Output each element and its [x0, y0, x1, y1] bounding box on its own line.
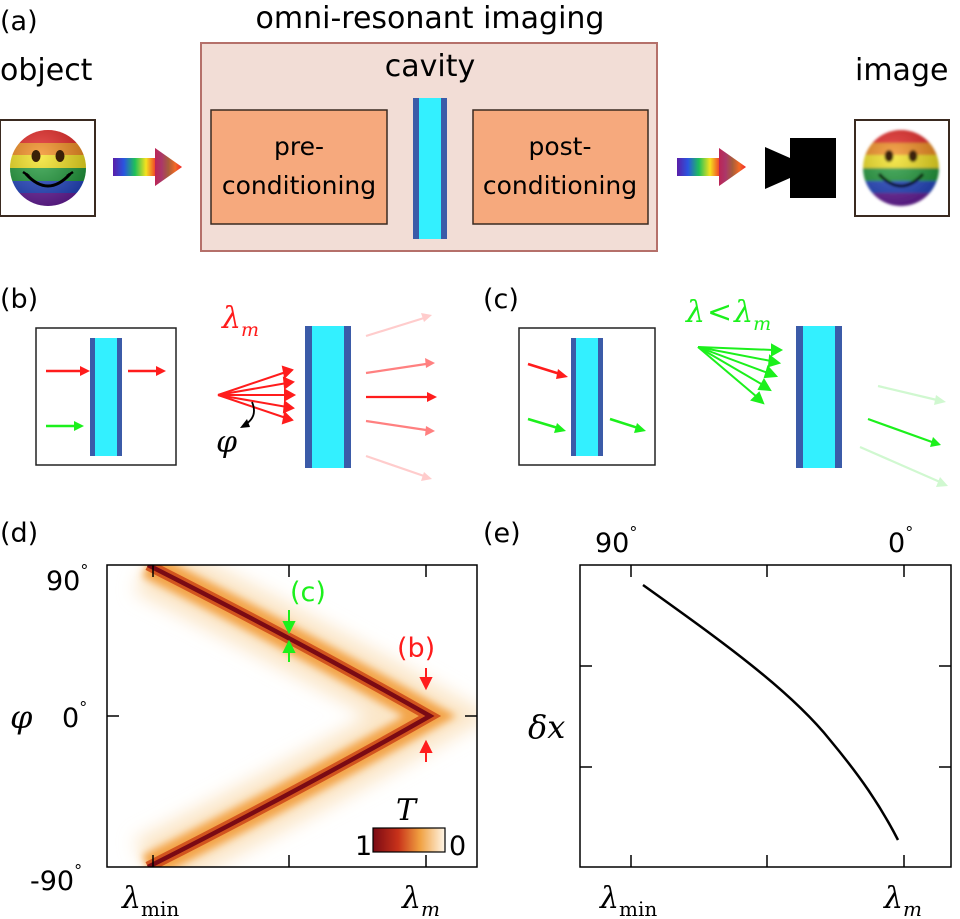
top-tick-0: 0°	[888, 523, 913, 559]
image-smiley	[863, 130, 939, 206]
y-tick-0: 0°	[62, 698, 87, 734]
colorbar-max-label: 1	[355, 831, 372, 862]
preconditioning-label-1: pre-	[274, 132, 324, 161]
heatmap	[107, 565, 477, 867]
cavity-c	[796, 326, 842, 468]
cavity-label: cavity	[385, 49, 475, 84]
camera-icon	[765, 138, 836, 198]
marker-b-label: (b)	[397, 633, 435, 664]
phi-label-b: φ	[216, 425, 237, 460]
incident-fan-b	[217, 365, 297, 425]
transmitted-fan-b	[365, 313, 437, 481]
panel-a-label: (a)	[0, 6, 38, 37]
panel-b-label: (b)	[0, 284, 38, 315]
panel-c: (c) λ<λm	[483, 284, 948, 487]
lambda-condition-label: λ<λm	[685, 295, 771, 335]
panel-a: (a) object omni-resonant imaging cavity …	[0, 1, 950, 252]
lambda-m-label: λm	[221, 301, 259, 341]
x-tick-lambda-min-d: λmin	[121, 881, 179, 919]
postconditioning-block	[472, 109, 649, 225]
y-tick-minus90: -90°	[30, 861, 82, 897]
transmitted-fan-c	[859, 384, 948, 487]
delta-x-curve	[642, 583, 900, 841]
y-axis-delta-x: δx	[528, 708, 565, 746]
inset-b-cavity	[90, 338, 122, 456]
x-tick-lambda-m-d: λm	[401, 881, 440, 919]
plot-d-ticks	[107, 565, 477, 867]
preconditioning-label-2: conditioning	[222, 171, 376, 200]
inset-c-cavity	[571, 338, 603, 456]
colorbar: T 1 0	[355, 793, 466, 862]
y-tick-90: 90°	[46, 561, 88, 597]
resonance-curve	[146, 565, 435, 867]
plot-e-ticks	[580, 565, 951, 867]
panel-b: (b) λm φ	[0, 284, 437, 481]
panel-d-label: (d)	[0, 518, 38, 549]
colorbar-title: T	[396, 793, 418, 828]
panel-c-label: (c)	[483, 284, 519, 315]
rainbow-arrow-2	[677, 148, 746, 186]
panel-d: (d) 90° 0° -90° φ λmin λm (c) (b)	[0, 518, 478, 919]
y-axis-phi: φ	[10, 698, 33, 736]
rainbow-arrow-1	[113, 148, 182, 186]
object-label: object	[0, 53, 93, 88]
marker-c-arrows	[282, 610, 296, 662]
inset-c-arrows	[527, 362, 646, 433]
image-label: image	[855, 53, 948, 88]
panel-e-label: (e)	[483, 518, 521, 549]
postconditioning-label-1: post-	[528, 132, 591, 161]
colorbar-min-label: 0	[449, 831, 466, 862]
marker-c-label: (c)	[290, 577, 326, 608]
inset-b-arrows	[46, 366, 166, 431]
x-tick-lambda-m-e: λm	[883, 881, 922, 919]
plot-e-frame	[579, 564, 952, 868]
postconditioning-label-2: conditioning	[483, 171, 637, 200]
diagram-title: omni-resonant imaging	[256, 1, 605, 36]
marker-b-arrows	[419, 668, 433, 762]
preconditioning-block	[210, 109, 388, 225]
object-smiley	[10, 130, 86, 206]
top-tick-90: 90°	[595, 523, 637, 559]
incident-fan-c	[697, 343, 784, 405]
cavity-b	[305, 326, 351, 468]
cavity-a	[413, 98, 447, 239]
x-tick-lambda-min-e: λmin	[599, 881, 657, 919]
panel-e: (e) 90° 0° δx λmin λm	[483, 518, 952, 919]
phi-angle-arrowhead	[240, 419, 250, 428]
